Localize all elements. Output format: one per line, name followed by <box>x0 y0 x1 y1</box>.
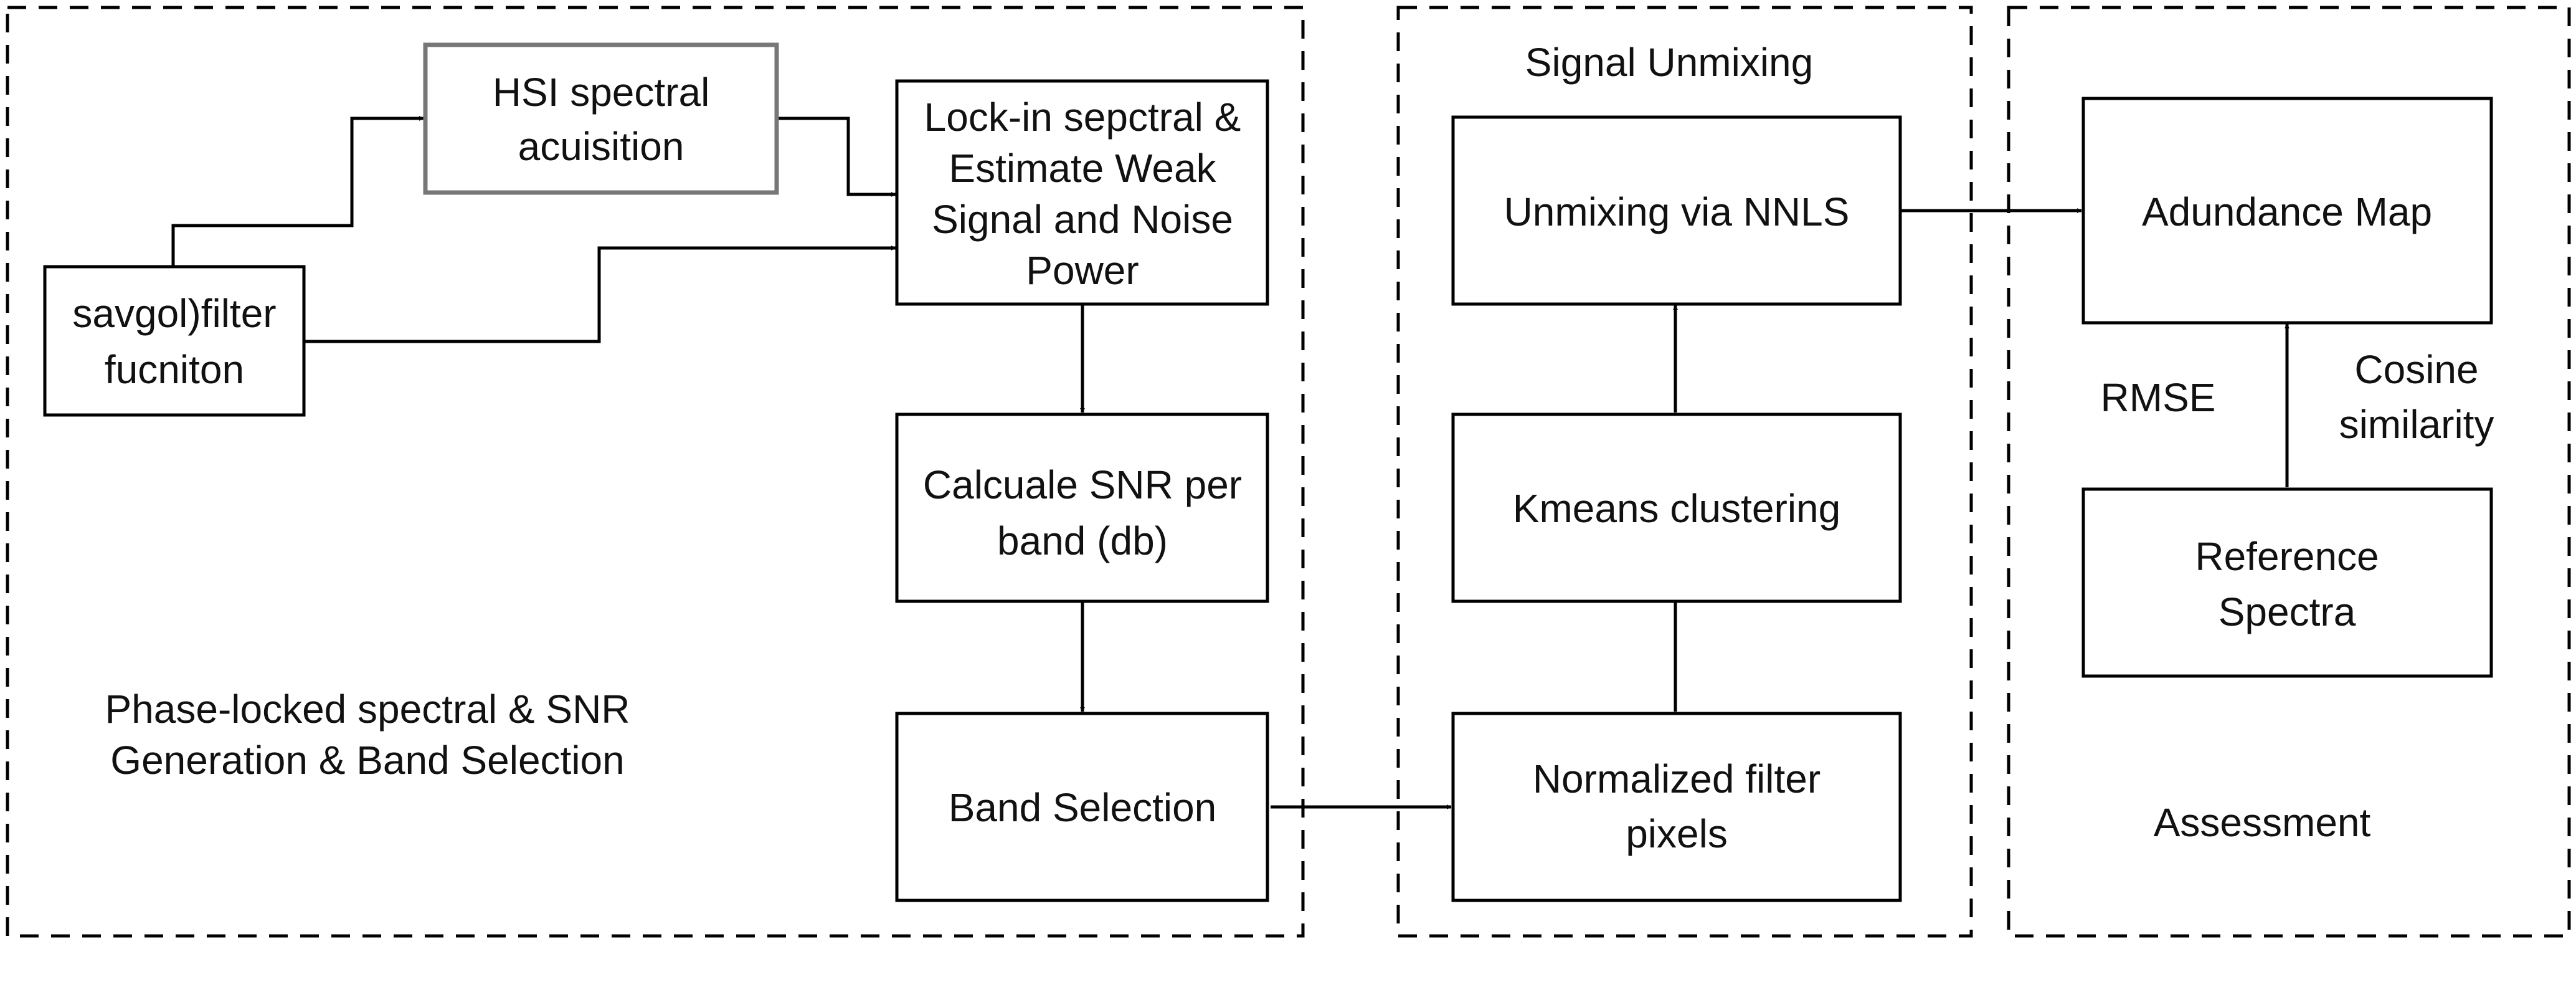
node-abundance-line1: Adundance Map <box>2142 189 2432 234</box>
edge-label-cosine-line2: similarity <box>2339 402 2494 447</box>
node-savgol: savgol)filter fucniton <box>43 265 306 417</box>
node-reference-line2: Spectra <box>2218 589 2356 634</box>
node-normalized-line2: pixels <box>1626 811 1728 856</box>
node-lockin-line4: Power <box>1026 248 1139 293</box>
node-hsi-line1: HSI spectral <box>493 70 710 115</box>
group-phase-locked <box>6 6 1305 938</box>
group-assessment-label: Assessment <box>2154 800 2371 845</box>
group-phase-label-line2: Generation & Band Selection <box>110 738 624 783</box>
node-snr: Calcuale SNR per band (db) <box>895 413 1269 603</box>
edge-label-rmse: RMSE <box>2101 375 2216 420</box>
node-nnls-line1: Unmixing via NNLS <box>1504 189 1850 234</box>
node-lockin-line1: Lock-in sepctral & <box>924 95 1241 140</box>
edge-hsi-to-lockin <box>777 117 896 197</box>
node-bandsel-line1: Band Selection <box>949 785 1217 830</box>
node-kmeans-line1: Kmeans clustering <box>1513 486 1840 531</box>
node-savgol-line2: fucniton <box>105 347 244 392</box>
edges <box>171 116 2290 809</box>
node-hsi-line2: acuisition <box>518 124 684 169</box>
node-lockin-line3: Signal and Noise <box>932 197 1233 242</box>
node-normalized-line1: Normalized filter <box>1533 756 1821 801</box>
group-unmixing-label: Signal Unmixing <box>1525 40 1813 85</box>
edge-savgol-to-lockin <box>304 246 896 343</box>
node-snr-line2: band (db) <box>997 518 1168 563</box>
node-abundance: Adundance Map <box>2081 97 2493 325</box>
node-lockin-line2: Estimate Weak <box>949 146 1216 191</box>
node-reference: Reference Spectra <box>2081 487 2493 678</box>
node-savgol-line1: savgol)filter <box>72 291 276 336</box>
node-reference-line1: Reference <box>2195 534 2379 579</box>
node-band-selection: Band Selection <box>895 712 1269 902</box>
node-normalized: Normalized filter pixels <box>1451 712 1902 902</box>
node-lockin: Lock-in sepctral & Estimate Weak Signal … <box>895 79 1269 306</box>
node-nnls: Unmixing via NNLS <box>1451 115 1902 306</box>
node-kmeans: Kmeans clustering <box>1451 413 1902 603</box>
group-signal-unmixing <box>1396 6 1973 938</box>
node-snr-line1: Calcuale SNR per <box>923 462 1242 507</box>
node-hsi: HSI spectral acuisition <box>423 42 779 195</box>
edge-savgol-to-hsi <box>171 116 424 267</box>
group-assessment <box>2007 6 2571 938</box>
edge-label-cosine-line1: Cosine <box>2354 347 2478 392</box>
group-phase-label-line1: Phase-locked spectral & SNR <box>105 687 630 732</box>
